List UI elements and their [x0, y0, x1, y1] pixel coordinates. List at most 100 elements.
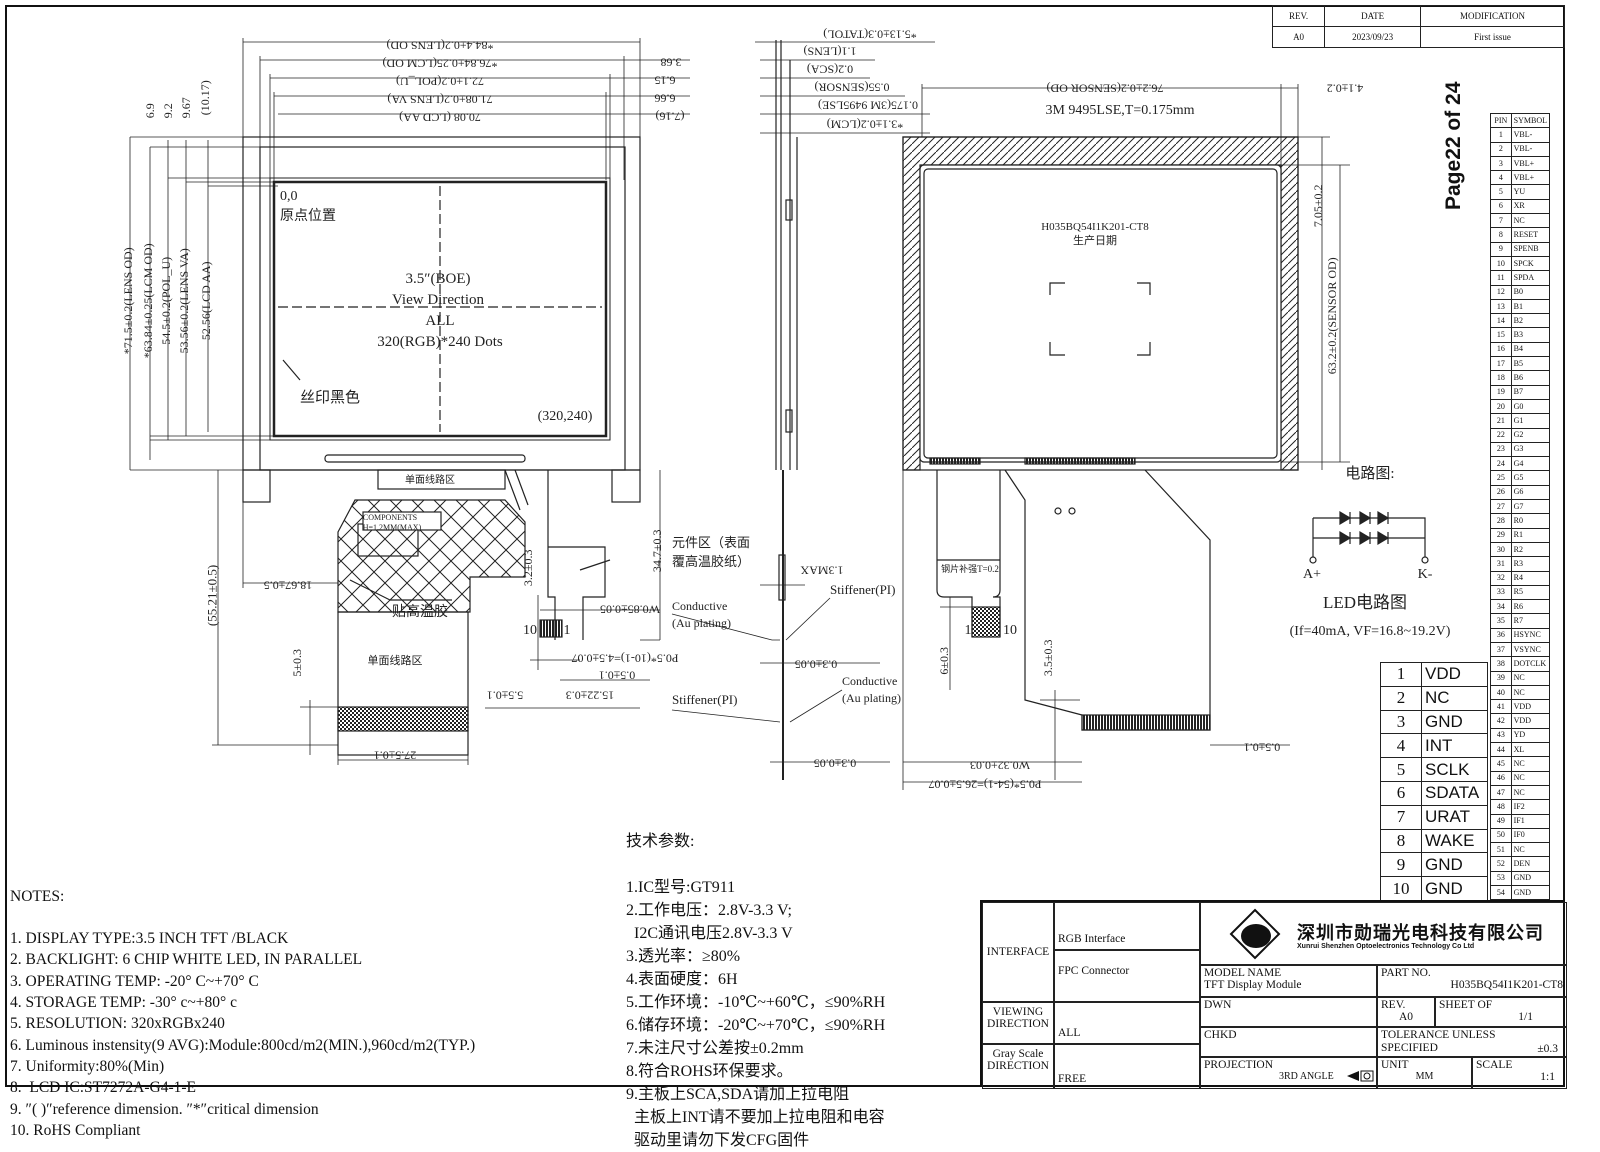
- rev-value: A0: [1271, 26, 1326, 48]
- pin-symbol: G3: [1510, 441, 1551, 458]
- title-block: INTERFACE RGB Interface FPC Connector VI…: [980, 900, 1567, 1089]
- pin-symbol: DOTCLK: [1510, 656, 1551, 672]
- pin-number: 33: [1490, 584, 1512, 601]
- model-name: TFT Display Module: [1204, 979, 1302, 991]
- notes: NOTES: 1. DISPLAY TYPE:3.5 INCH TFT /BLA…: [10, 843, 475, 1141]
- front-dims-t3-label: 9.67: [179, 97, 193, 118]
- touch-pin-number: 3: [1380, 709, 1422, 735]
- tech-param-item: I2C通讯电压2.8V-3.3 V: [626, 925, 793, 942]
- front-dims-tp-tail-label: 3.2±0.3: [521, 550, 535, 587]
- touch-pin-number: 7: [1380, 804, 1422, 830]
- tech-param-item: 驱动里请勿下发CFG固件: [626, 1132, 810, 1149]
- note-item: 8. LCD IC:ST7272A-G4-1-E: [10, 1079, 196, 1097]
- tolerance: ±0.3: [1537, 1043, 1558, 1055]
- pin-symbol: G7: [1510, 499, 1551, 515]
- touch-pin-number: 10: [1380, 876, 1422, 901]
- pin-number: 36: [1490, 627, 1512, 643]
- model-name-label: MODEL NAME: [1204, 967, 1282, 979]
- drawing-frame: [5, 5, 1565, 1087]
- touch-pin-signal: SDATA: [1421, 780, 1488, 806]
- led-cathode-label: K-: [1418, 567, 1433, 582]
- front-dims-t1-label: 6.9: [143, 103, 157, 118]
- front-dims-lens-od-w-label: *84.4±0.2(LENS OD): [387, 39, 494, 53]
- rev: A0: [1398, 1011, 1414, 1023]
- front-dims-lcm-od-w-label: *76.84±0.25(LCM OD): [383, 57, 498, 71]
- company-name-en: Xunrui Shenzhen Optoelectronics Technolo…: [1297, 943, 1475, 950]
- interface-fpc: FPC Connector: [1054, 950, 1200, 1002]
- tech-params-title: 技术参数:: [626, 833, 695, 850]
- pin-symbol: VBL-: [1510, 127, 1551, 143]
- pin-number: 34: [1490, 599, 1512, 615]
- back-tape-note-label: 3M 9495LSE,T=0.175mm: [1045, 103, 1194, 118]
- pin-number: 50: [1490, 827, 1512, 844]
- pin-number: 32: [1490, 570, 1512, 586]
- side-max-h-label: 1.3MAX: [800, 564, 843, 578]
- part-no-cell: PART NO.H035BQ54I1K201-CT8: [1377, 965, 1567, 997]
- back-view: [902, 84, 1350, 790]
- pin-symbol: G2: [1510, 427, 1551, 443]
- back-edge-h-label: 7.05±0.2: [1311, 185, 1325, 228]
- projection: 3RD ANGLE: [1279, 1071, 1334, 1082]
- side-thk-1-label: 0.3±0.05: [795, 658, 838, 672]
- touch-pin-number: 8: [1380, 828, 1422, 854]
- side-conductive-2a-label: Conductive: [842, 674, 897, 688]
- tech-param-item: 6.储存环境：-20℃~+70℃，≤90%RH: [626, 1017, 886, 1034]
- front-dims-r2-label: 6.15: [655, 74, 676, 88]
- pin-number: 31: [1490, 556, 1512, 572]
- front-dims-tp-edge-label: 0.5±0.1: [599, 669, 636, 683]
- tech-param-item: 主板上INT请不要加上拉电阻和电容: [626, 1109, 885, 1126]
- pin-number: 11: [1490, 270, 1512, 286]
- front-dims-r1-label: 3.68: [661, 56, 682, 70]
- front-dims-lens-va-w-label: 71.08±0.2(LENS VA): [387, 93, 492, 107]
- pin-symbol: VDD: [1510, 713, 1551, 729]
- pin-symbol: B4: [1510, 341, 1551, 358]
- page-number-label: Page22 of 24: [1442, 81, 1465, 210]
- pin-symbol: B2: [1510, 313, 1551, 329]
- pin-number: 53: [1490, 870, 1512, 887]
- note-item: 1. DISPLAY TYPE:3.5 INCH TFT /BLACK: [10, 930, 289, 948]
- front-fpc-zone-top-label: 单面线路区: [405, 473, 455, 486]
- pin-symbol: VBL+: [1510, 155, 1551, 172]
- front-dims-pol-w-label: 72.1±0.2(POL_U): [396, 75, 484, 89]
- pin-symbol: R6: [1510, 599, 1551, 615]
- sheet: 1/1: [1518, 1011, 1533, 1023]
- rev-header-rev: REV.: [1271, 5, 1326, 27]
- touch-pin-signal: URAT: [1421, 804, 1488, 830]
- pin-symbol: R0: [1510, 513, 1551, 529]
- front-dims-lens-va-h-label: 53.56±0.2(LENS VA): [177, 248, 191, 353]
- front-components-label: COMPONENTS: [363, 513, 417, 522]
- pin-number: 15: [1490, 327, 1512, 343]
- dwn-label: DWN: [1200, 997, 1377, 1027]
- led-title-label: LED电路图: [1323, 593, 1407, 612]
- pin-number: 30: [1490, 541, 1512, 558]
- pin-number: 21: [1490, 413, 1512, 429]
- third-angle-projection-icon: [1347, 1070, 1374, 1082]
- back-pin-1-label: 1: [965, 623, 972, 638]
- side-comp-area-2-label: 覆高温胶纸）: [672, 554, 750, 569]
- pin-number: 18: [1490, 370, 1512, 386]
- interface-label: INTERFACE: [982, 902, 1054, 1002]
- pin-symbol: XL: [1510, 742, 1551, 758]
